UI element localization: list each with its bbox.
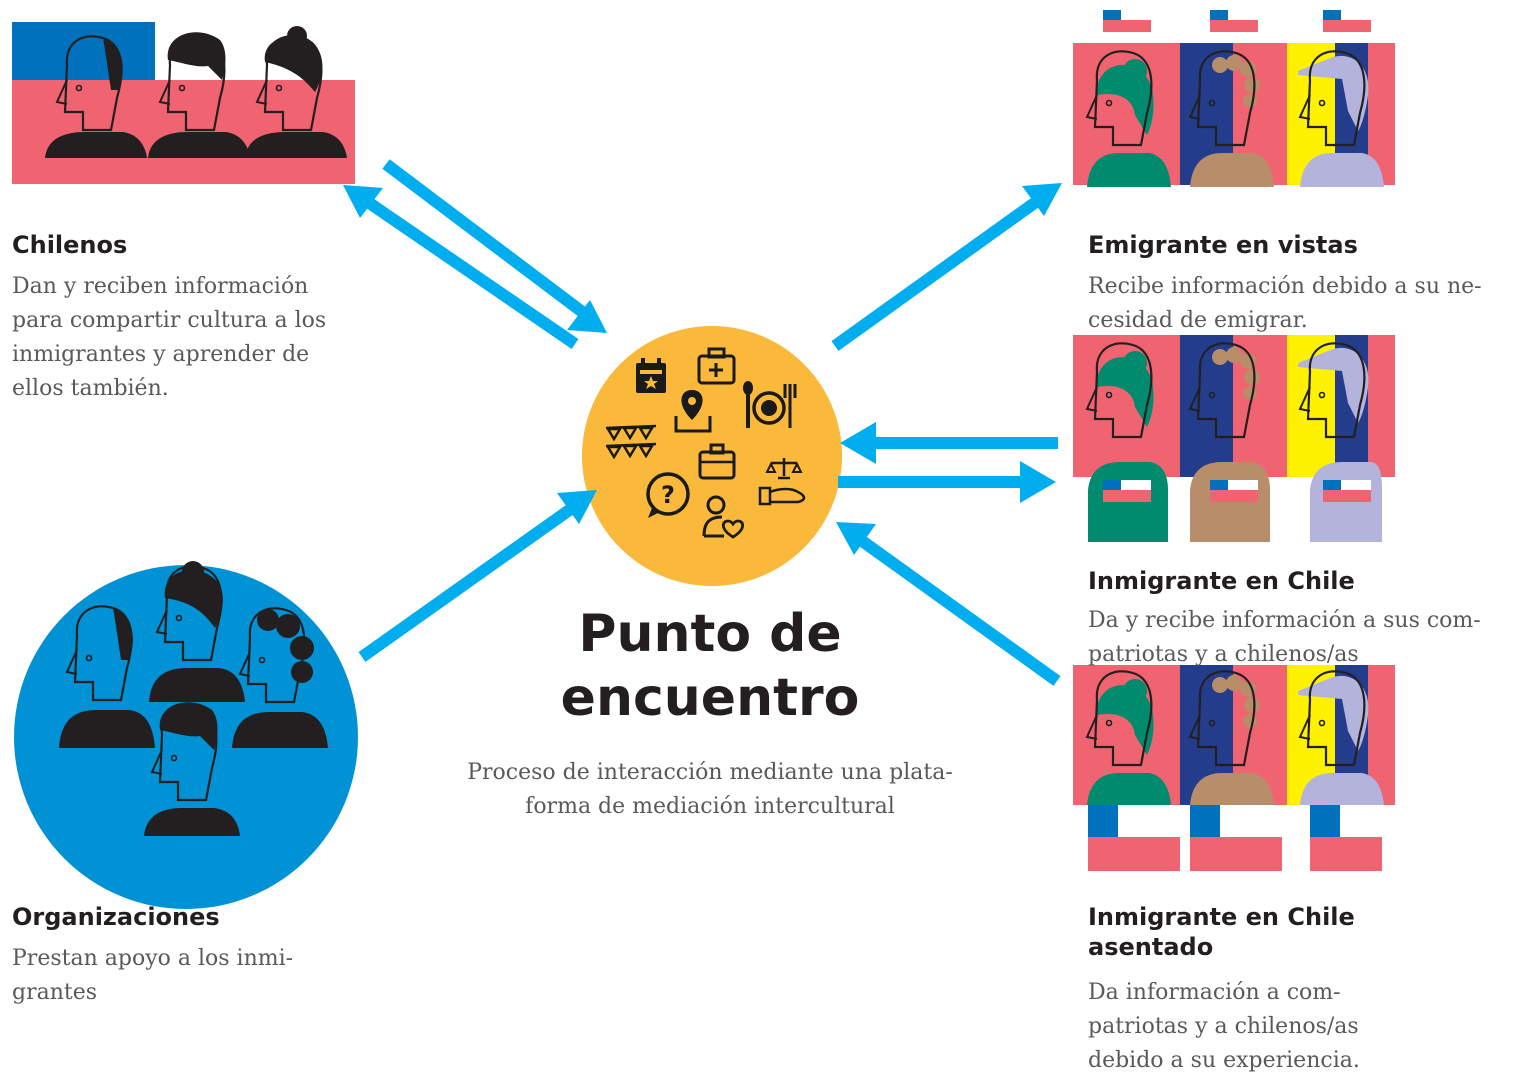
chilenos-illustration xyxy=(12,22,355,184)
hub-circle: ? xyxy=(582,326,842,586)
emigrante-description: Recibe información debido a su ne- cesid… xyxy=(1088,270,1518,338)
center-title: Punto de encuentro xyxy=(520,602,900,730)
inmigrante-line: patriotas y a chilenos/as xyxy=(1088,642,1359,667)
chilenos-line: para compartir cultura a los xyxy=(12,308,327,333)
location-map-icon xyxy=(674,390,712,433)
asentado-line: debido a su experiencia. xyxy=(1088,1048,1360,1073)
arrow-hub-to-emigrante xyxy=(831,183,1062,351)
organizaciones-title: Organizaciones xyxy=(12,903,220,931)
arrow-hub-to-chilenos xyxy=(343,185,579,349)
arrow-asentado-to-hub xyxy=(836,522,1061,686)
organizaciones-line: Prestan apoyo a los inmi- xyxy=(12,946,294,971)
bunting-icon xyxy=(605,424,657,460)
inmigrante-title: Inmigrante en Chile xyxy=(1088,567,1355,595)
center-description-line1: Proceso de interacción mediante una plat… xyxy=(467,760,953,785)
asentado-line: Da información a com- xyxy=(1088,980,1341,1005)
dining-icon xyxy=(743,381,797,428)
center-description-line2: forma de mediación intercultural xyxy=(525,794,895,819)
chilenos-line: ellos también. xyxy=(12,376,169,401)
organizaciones-description: Prestan apoyo a los inmi- grantes xyxy=(12,942,342,1010)
asentado-line: patriotas y a chilenos/as xyxy=(1088,1014,1359,1039)
center-description: Proceso de interacción mediante una plat… xyxy=(410,756,1010,824)
center-title-line1: Punto de xyxy=(578,604,842,664)
emigrante-illustration xyxy=(1073,10,1395,187)
arrow-organizaciones-to-hub xyxy=(358,490,597,662)
svg-text:?: ? xyxy=(661,481,675,509)
emigrante-title: Emigrante en vistas xyxy=(1088,231,1358,259)
arrow-chilenos-to-hub xyxy=(382,159,607,333)
asentado-illustration xyxy=(1073,665,1395,871)
organizaciones-line: grantes xyxy=(12,980,98,1005)
emigrante-line: Recibe información debido a su ne- xyxy=(1088,274,1482,299)
chilenos-title: Chilenos xyxy=(12,231,128,259)
inmigrante-line: Da y recibe información a sus com- xyxy=(1088,608,1481,633)
question-bubble-icon: ? xyxy=(646,472,690,518)
inmigrante-illustration xyxy=(1073,335,1395,542)
chilenos-line: inmigrantes y aprender de xyxy=(12,342,310,367)
asentado-description: Da información a com- patriotas y a chil… xyxy=(1088,976,1508,1078)
organizaciones-illustration xyxy=(14,561,358,909)
calendar-star-icon xyxy=(636,358,666,393)
arrow-hub-to-inmigrante xyxy=(838,461,1056,503)
arrow-inmigrante-to-hub xyxy=(840,422,1058,464)
person-heart-icon xyxy=(702,495,745,539)
medical-kit-icon xyxy=(697,347,736,385)
chilenos-description: Dan y reciben información para compartir… xyxy=(12,270,342,406)
justice-scale-icon xyxy=(758,458,806,506)
asentado-title: Inmigrante en Chile asentado xyxy=(1088,902,1508,962)
asentado-title-line1: Inmigrante en Chile xyxy=(1088,903,1355,931)
center-title-line2: encuentro xyxy=(560,668,860,728)
inmigrante-description: Da y recibe información a sus com- patri… xyxy=(1088,604,1518,672)
chilenos-line: Dan y reciben información xyxy=(12,274,309,299)
asentado-title-line2: asentado xyxy=(1088,933,1214,961)
emigrante-line: cesidad de emigrar. xyxy=(1088,308,1308,333)
briefcase-icon xyxy=(698,443,736,480)
